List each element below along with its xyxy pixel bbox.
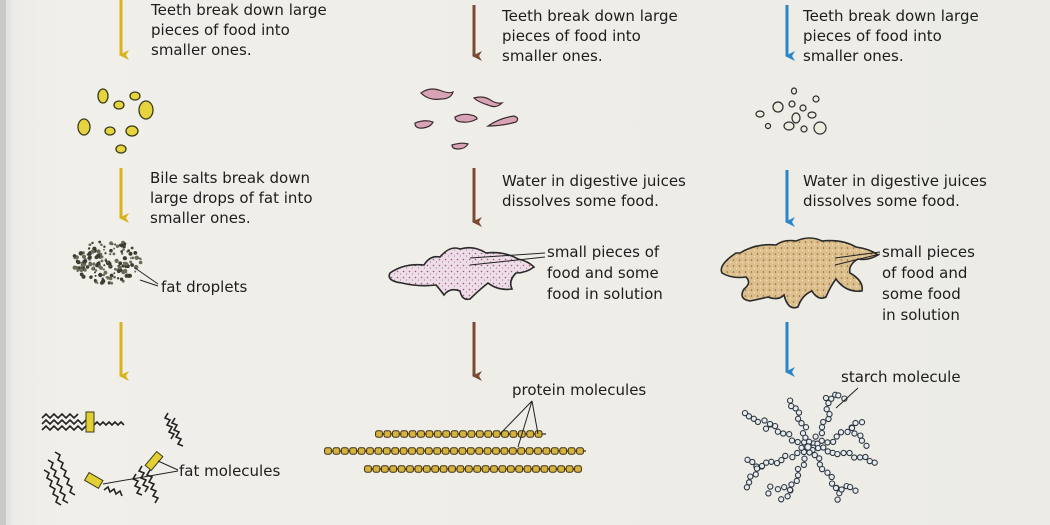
fat-step1-line1: Teeth break down large — [151, 1, 327, 19]
starch-pieces-line3: some food — [882, 285, 961, 303]
protein-blob-leaders — [469, 252, 546, 266]
fat-molecules — [41, 411, 184, 506]
fat-step2-line3: smaller ones. — [150, 209, 251, 227]
fat-molecules-leader — [102, 460, 179, 485]
fat-step1-text: Teeth break down large pieces of food in… — [151, 0, 327, 60]
protein-pieces-label: small pieces of food and some food in so… — [547, 242, 663, 305]
starch-step2-line2: dissolves some food. — [803, 192, 960, 210]
starch-step1-text: Teeth break down large pieces of food in… — [803, 6, 979, 66]
starch-dissolved-blob — [720, 237, 880, 309]
starch-step2-text: Water in digestive juices dissolves some… — [803, 171, 987, 211]
starch-pieces-line1: small pieces — [882, 243, 975, 261]
fat-droplets-label: fat droplets — [161, 278, 248, 296]
protein-food-pieces — [414, 88, 519, 150]
protein-molecules-leader — [499, 400, 539, 448]
starch-molecule-leader — [835, 387, 859, 409]
starch-molecule-label: starch molecule — [841, 368, 961, 386]
starch-pieces-label: small pieces of food and some food in so… — [882, 242, 975, 326]
protein-pieces-line3: food in solution — [547, 285, 663, 303]
starch-molecule — [741, 391, 878, 503]
protein-dissolved-blob — [388, 246, 536, 301]
protein-step1-text: Teeth break down large pieces of food in… — [502, 6, 678, 66]
protein-step1-line1: Teeth break down large — [502, 7, 678, 25]
protein-step1-line3: smaller ones. — [502, 47, 603, 65]
starch-blob-leaders — [834, 251, 881, 266]
starch-step2-line1: Water in digestive juices — [803, 172, 987, 190]
starch-step1-line3: smaller ones. — [803, 47, 904, 65]
protein-pieces-line2: food and some — [547, 264, 659, 282]
starch-pieces-line2: of food and — [882, 264, 968, 282]
fat-step2-line2: large drops of fat into — [150, 189, 313, 207]
protein-step2-line1: Water in digestive juices — [502, 172, 686, 190]
fat-food-pieces — [77, 88, 154, 154]
protein-pieces-line1: small pieces of — [547, 243, 660, 261]
fat-step1-line2: pieces of food into — [151, 21, 290, 39]
protein-step2-line2: dissolves some food. — [502, 192, 659, 210]
fat-droplets — [72, 240, 143, 285]
protein-step1-line2: pieces of food into — [502, 27, 641, 45]
protein-step2-text: Water in digestive juices dissolves some… — [502, 171, 686, 211]
fat-step2-line1: Bile salts break down — [150, 169, 310, 187]
fat-droplets-leader — [134, 267, 159, 287]
protein-molecules — [324, 430, 586, 473]
starch-food-pieces — [755, 87, 827, 135]
starch-pieces-line4: in solution — [882, 306, 960, 324]
protein-molecules-label: protein molecules — [512, 381, 647, 399]
starch-step1-line2: pieces of food into — [803, 27, 942, 45]
fat-step2-text: Bile salts break down large drops of fat… — [150, 168, 313, 228]
starch-step1-line1: Teeth break down large — [803, 7, 979, 25]
fat-molecules-label: fat molecules — [179, 462, 281, 480]
page-edge — [0, 0, 6, 525]
fat-step1-line3: smaller ones. — [151, 41, 252, 59]
